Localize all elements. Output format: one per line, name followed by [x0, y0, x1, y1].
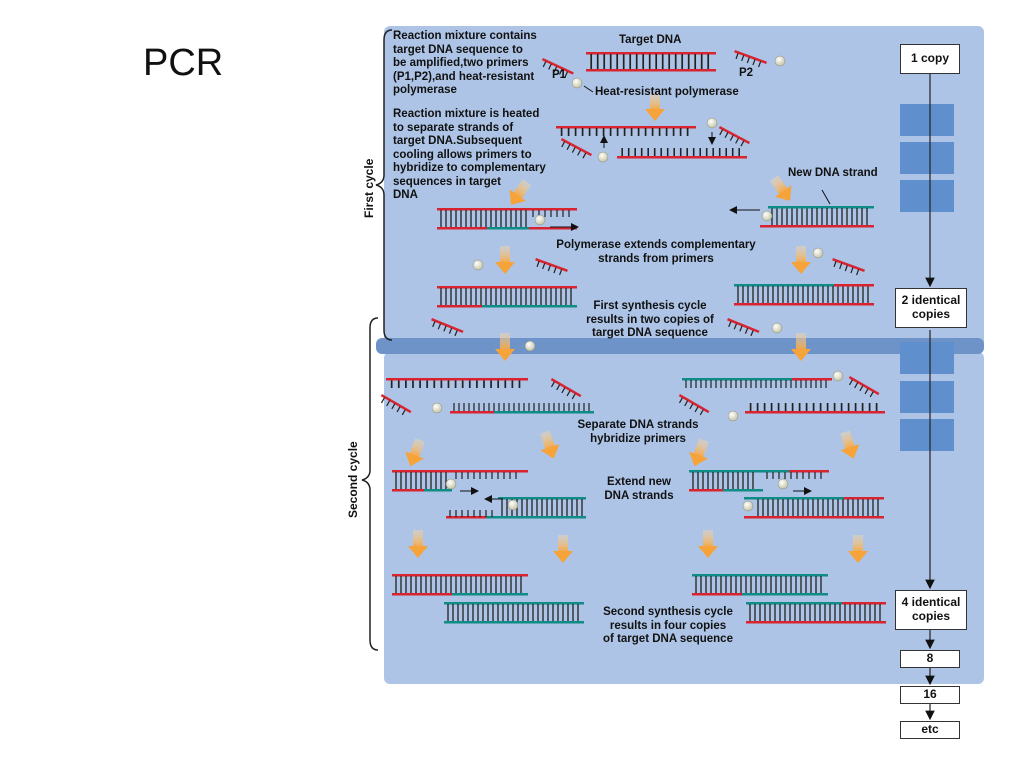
copies-8: 8 — [900, 650, 960, 668]
separate-text: Separate DNA strands hybridize primers — [577, 419, 699, 445]
copies-4: 4 identical copies — [895, 590, 967, 630]
second-cycle-label: Second cycle — [346, 441, 360, 518]
p2-label: P2 — [739, 67, 754, 79]
extends-text: Polymerase extends complementary strands… — [556, 239, 756, 265]
first-cycle-label: First cycle — [362, 158, 376, 218]
copy-square — [900, 342, 954, 374]
step1-text: Reaction mixture contains target DNA seq… — [393, 30, 537, 97]
target-dna-label: Target DNA — [619, 34, 682, 46]
polymerase-label: Heat-resistant polymerase — [595, 86, 739, 98]
copy-square — [900, 381, 954, 413]
copy-square — [900, 104, 954, 136]
second-cycle-brace — [361, 317, 379, 651]
copies-16: 16 — [900, 686, 960, 704]
copies-1: 1 copy — [900, 44, 960, 74]
first-cycle-brace — [375, 29, 393, 341]
copy-square — [900, 180, 954, 212]
copies-2: 2 identical copies — [895, 288, 967, 328]
target-dna — [585, 51, 717, 73]
second-cycle-result-text: Second synthesis cycle results in four c… — [603, 606, 733, 646]
copy-square — [900, 142, 954, 174]
slide-title: PCR — [143, 42, 224, 84]
first-cycle-panel — [384, 26, 984, 348]
p1-label: P1 — [552, 69, 567, 81]
copy-square — [900, 419, 954, 451]
new-dna-strand-label: New DNA strand — [788, 167, 878, 179]
step2-text: Reaction mixture is heated to separate s… — [393, 108, 546, 202]
copies-etc: etc — [900, 721, 960, 739]
first-cycle-result-text: First synthesis cycle results in two cop… — [586, 300, 714, 340]
extend-new-text: Extend new DNA strands — [604, 476, 674, 502]
